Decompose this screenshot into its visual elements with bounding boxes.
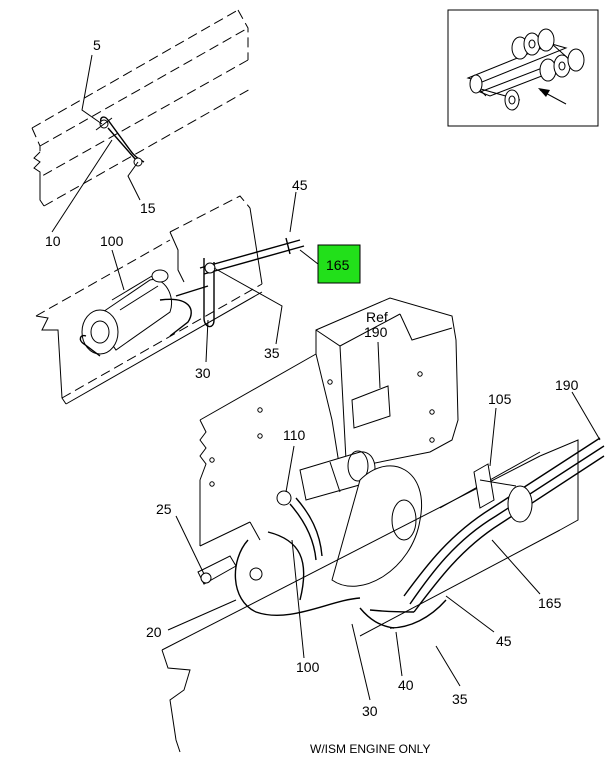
- callout-30[interactable]: 30: [195, 365, 211, 381]
- callout-labels: 5 15 10 45 100 165 35 30 Ref 190 110 105…: [45, 37, 579, 719]
- footer-note: W/ISM ENGINE ONLY: [310, 742, 430, 756]
- callout-15[interactable]: 15: [140, 200, 156, 216]
- callout-100-lower[interactable]: 100: [296, 659, 320, 675]
- callout-30-lower[interactable]: 30: [362, 703, 378, 719]
- callout-35-lower[interactable]: 35: [452, 691, 468, 707]
- callout-40[interactable]: 40: [398, 677, 414, 693]
- main-assembly: [161, 297, 605, 753]
- callout-35[interactable]: 35: [264, 345, 280, 361]
- highlighted-part-box[interactable]: [317, 244, 361, 284]
- callout-105[interactable]: 105: [488, 391, 512, 407]
- detail-middle-filter: [35, 195, 305, 405]
- callout-45[interactable]: 45: [292, 177, 308, 193]
- callout-190-right[interactable]: 190: [555, 377, 579, 393]
- detail-top-rail: [31, 9, 253, 207]
- locator-inset: [447, 9, 599, 127]
- callout-45-lower[interactable]: 45: [496, 633, 512, 649]
- callout-190[interactable]: 190: [364, 324, 388, 340]
- callout-165[interactable]: 165: [326, 257, 350, 273]
- callout-110[interactable]: 110: [283, 427, 306, 443]
- callout-100[interactable]: 100: [100, 233, 124, 249]
- callout-10[interactable]: 10: [45, 233, 61, 249]
- callout-165-lower[interactable]: 165: [538, 595, 562, 611]
- callout-5[interactable]: 5: [93, 37, 101, 53]
- callout-25[interactable]: 25: [156, 501, 172, 517]
- leader-lines: [51, 54, 601, 701]
- callout-ref: Ref: [366, 309, 388, 325]
- callout-20[interactable]: 20: [146, 624, 162, 640]
